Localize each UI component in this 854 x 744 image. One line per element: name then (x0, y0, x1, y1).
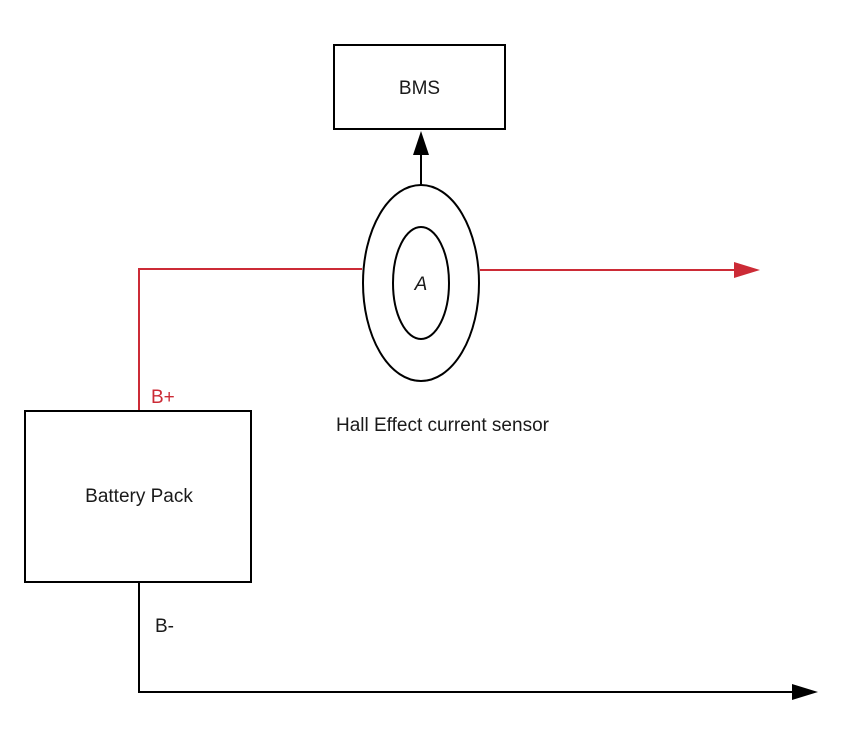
battery-pack-label: Battery Pack (85, 486, 193, 507)
sensor-to-bms-arrow (413, 131, 429, 186)
sensor-label: A (414, 274, 428, 295)
positive-wire-path (138, 268, 362, 411)
negative-wire-path (138, 582, 795, 693)
negative-wire-arrowhead (792, 684, 818, 700)
bms-node: BMS (333, 44, 506, 130)
negative-wire (138, 582, 818, 700)
sensor-to-bms-arrowhead (413, 131, 429, 155)
sensor-inner-ring (392, 226, 450, 340)
negative-terminal-label: B- (155, 616, 174, 637)
battery-pack-node: Battery Pack (24, 410, 252, 583)
positive-wire-arrowhead (734, 262, 760, 278)
sensor-caption: Hall Effect current sensor (336, 415, 550, 436)
battery-pack-box (24, 410, 252, 583)
positive-terminal-label: B+ (151, 387, 175, 408)
bms-box (333, 44, 506, 130)
hall-effect-sensor: A (362, 184, 480, 382)
positive-wire (138, 262, 760, 411)
bms-label: BMS (399, 78, 440, 99)
